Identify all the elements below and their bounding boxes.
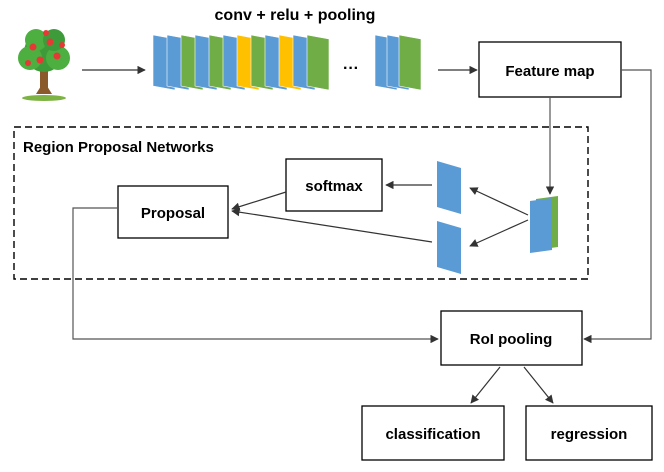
backbone-conv-layers	[152, 34, 330, 91]
arrow-rpn-to-cls	[469, 187, 529, 216]
classification-node: classification	[361, 405, 505, 461]
feature-map-node: Feature map	[478, 41, 622, 98]
rpn-reg-branch	[437, 221, 461, 274]
arrow-softmax-to-proposal	[231, 191, 287, 211]
rpn-frame	[13, 126, 589, 280]
classification-label: classification	[385, 426, 480, 443]
arrow-roi-to-classification	[470, 366, 501, 404]
backbone-label: conv + relu + pooling	[215, 7, 376, 24]
arrow-feature-map-to-roi	[583, 69, 652, 344]
layer-slice	[398, 34, 422, 91]
softmax-label: softmax	[305, 178, 363, 195]
rpn-title: Region Proposal Networks	[23, 139, 214, 156]
arrow-rpn-to-reg	[469, 219, 529, 247]
roi-pooling-label: RoI pooling	[470, 331, 552, 348]
rpn-cls-branch	[437, 161, 461, 214]
proposal-label: Proposal	[141, 205, 205, 222]
apple-tree-icon	[18, 29, 70, 101]
layer-slice	[306, 34, 330, 91]
arrow-proposal-to-roi	[72, 207, 439, 344]
regression-label: regression	[551, 426, 628, 443]
softmax-node: softmax	[285, 158, 383, 212]
regression-node: regression	[525, 405, 653, 461]
arrow-reg-to-proposal	[231, 208, 433, 243]
rpn-feature-block	[530, 196, 558, 253]
backbone-last-layers	[374, 34, 422, 91]
proposal-node: Proposal	[117, 185, 229, 239]
roi-pooling-node: RoI pooling	[440, 310, 583, 366]
ellipsis-text: ···	[343, 60, 359, 77]
arrow-roi-to-regression	[523, 366, 554, 404]
feature-map-label: Feature map	[505, 63, 594, 80]
